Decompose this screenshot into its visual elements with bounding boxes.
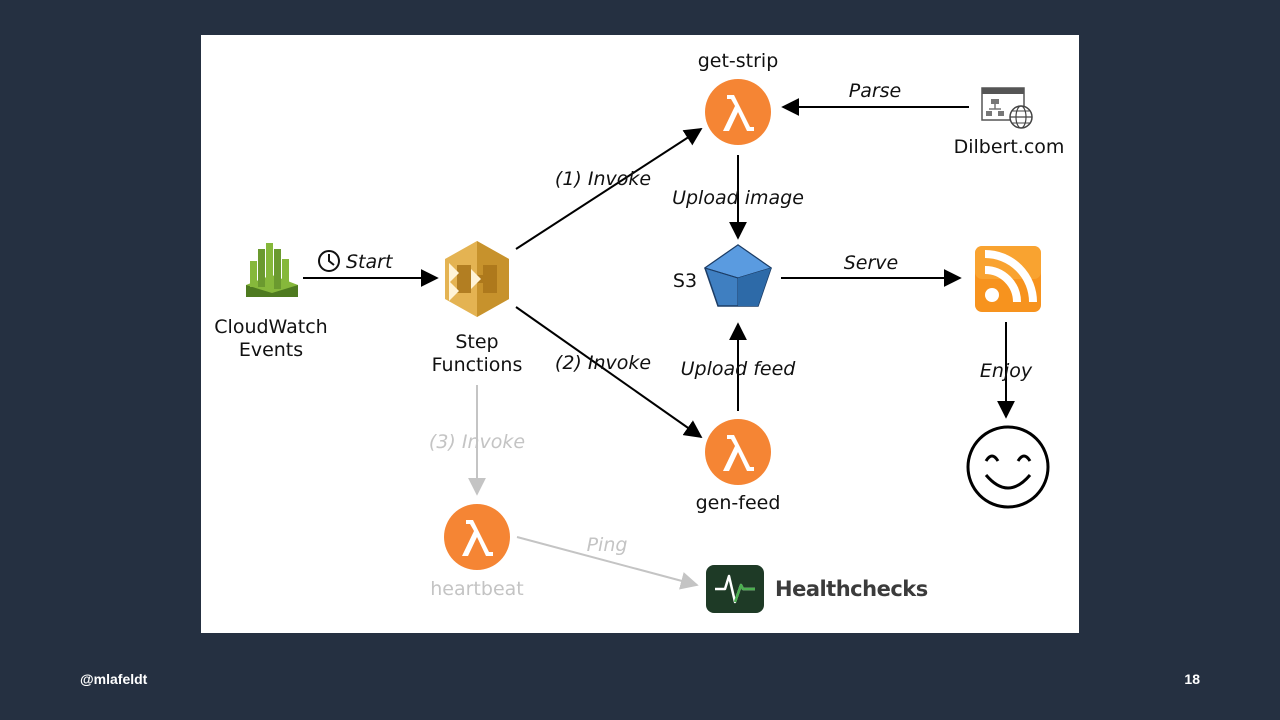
node-label-cloudwatch-line1: CloudWatch: [214, 316, 327, 338]
edge-label-invoke-1: (1) Invoke: [555, 168, 651, 190]
edge-label-parse: Parse: [849, 80, 902, 102]
architecture-diagram: Parse Start (1) Invoke Upload image Serv…: [214, 50, 1065, 613]
node-label-step-line2: Functions: [432, 354, 523, 376]
edge-label-enjoy: Enjoy: [980, 360, 1033, 382]
footer-handle: @mlafeldt: [80, 671, 148, 687]
node-label-cloudwatch-line2: Events: [239, 339, 303, 361]
lambda-icon-gen-feed: [705, 419, 771, 485]
node-label-get-strip: get-strip: [698, 50, 779, 72]
edge-invoke-2: [515, 306, 703, 439]
edge-label-invoke-2: (2) Invoke: [555, 352, 651, 374]
footer-page-number: 18: [1184, 671, 1200, 687]
node-label-heartbeat: heartbeat: [430, 578, 523, 600]
website-globe-icon: [981, 87, 1033, 129]
clock-icon: [318, 250, 340, 272]
step-functions-icon: [445, 241, 509, 317]
node-label-dilbert: Dilbert.com: [954, 136, 1065, 158]
rss-feed-icon: [975, 246, 1041, 312]
lambda-icon-heartbeat: [444, 504, 510, 570]
edge-invoke-1: [515, 128, 703, 250]
node-label-step-line1: Step: [455, 331, 498, 353]
node-label-gen-feed: gen-feed: [696, 492, 781, 514]
edge-label-invoke-3: (3) Invoke: [429, 431, 525, 453]
edge-label-upload-image: Upload image: [672, 187, 804, 209]
lambda-icon-get-strip: [705, 79, 771, 145]
healthchecks-icon: [706, 565, 764, 613]
edge-label-serve: Serve: [844, 252, 899, 274]
slide-panel: Parse Start (1) Invoke Upload image Serv…: [201, 35, 1079, 633]
edge-label-ping: Ping: [587, 534, 628, 556]
node-label-s3: S3: [673, 270, 697, 292]
cloudwatch-icon: [246, 243, 298, 297]
node-label-healthchecks: Healthchecks: [775, 577, 928, 601]
smiley-face-icon: [966, 425, 1050, 509]
edge-label-upload-feed: Upload feed: [681, 358, 797, 380]
edge-label-start: Start: [346, 251, 394, 273]
edge-ping: [516, 536, 699, 590]
s3-bucket-icon: [703, 244, 773, 307]
